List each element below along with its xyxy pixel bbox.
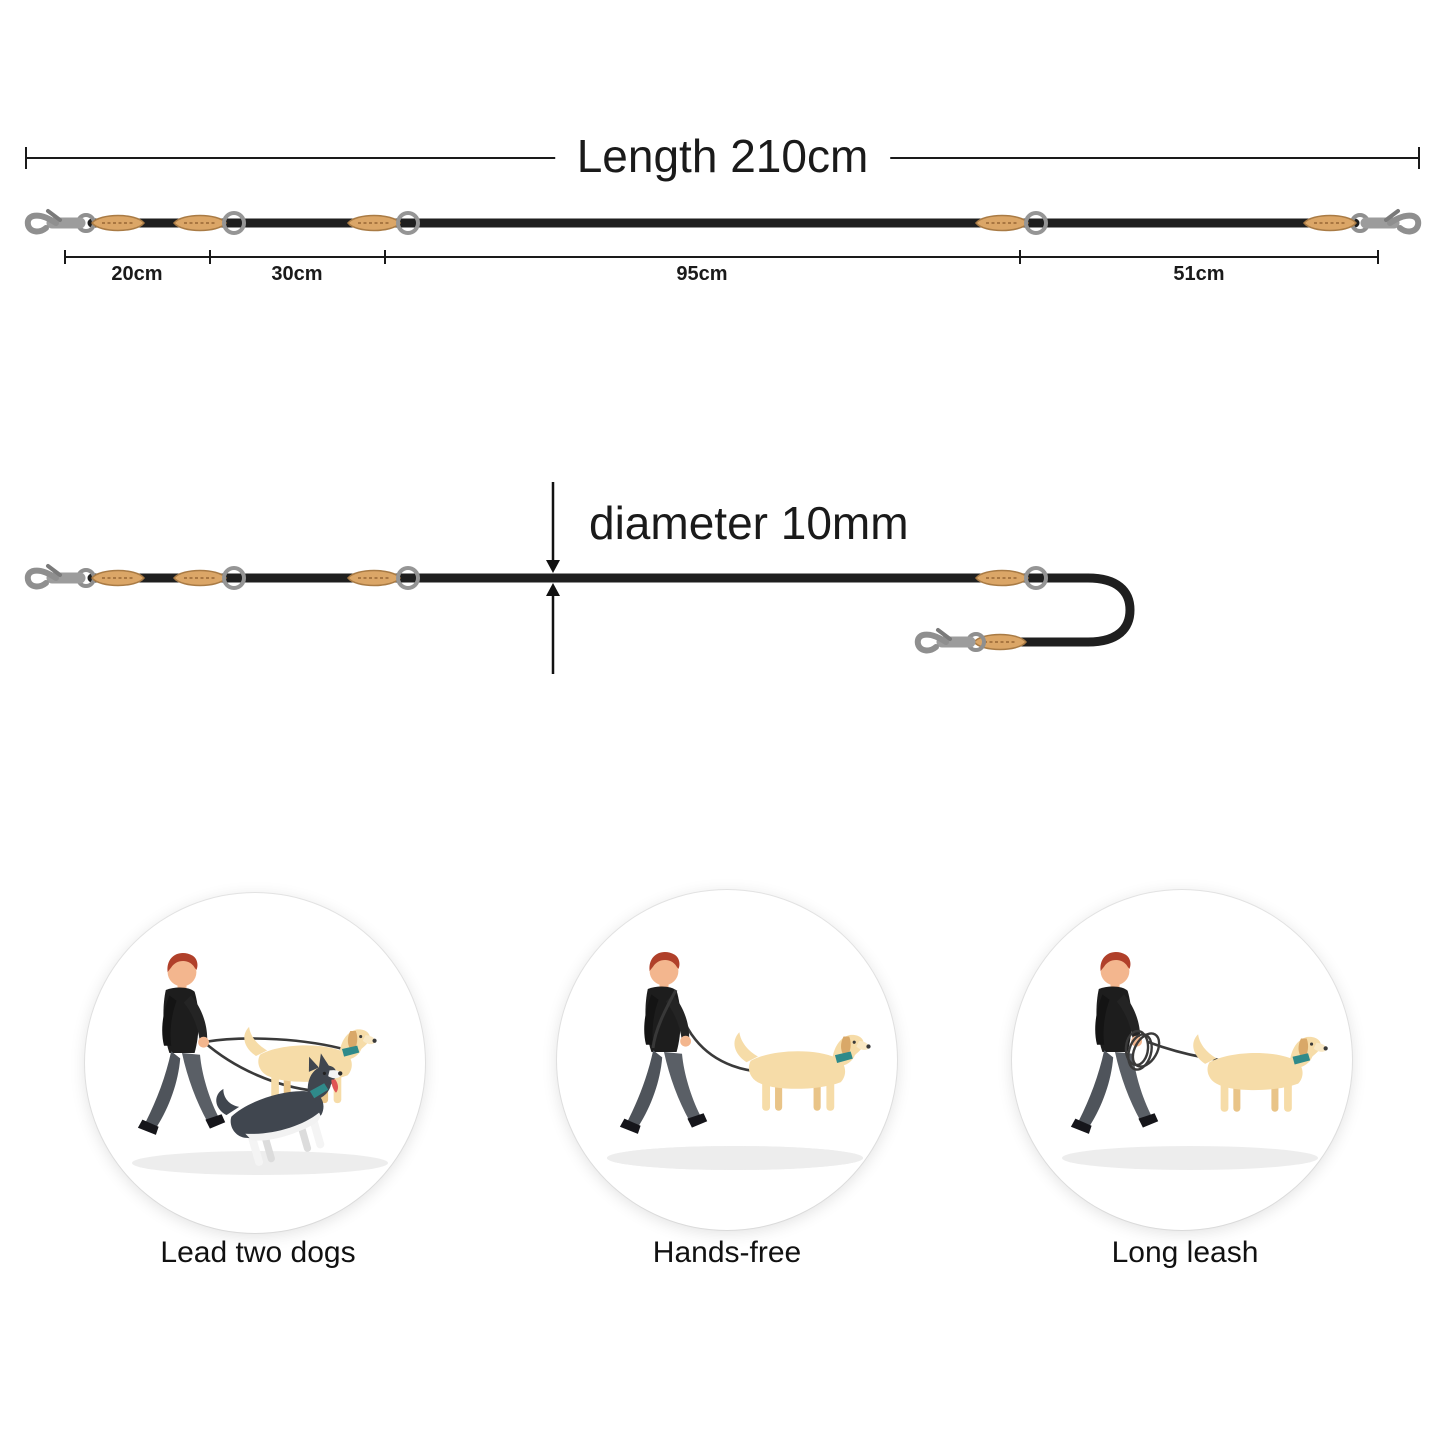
leather-sleeve (975, 214, 1029, 232)
diameter-label: diameter 10mm (583, 494, 915, 552)
o-ring-icon (396, 211, 420, 235)
leather-sleeve (91, 569, 145, 587)
leather-sleeve (347, 569, 401, 587)
segment-label: 95cm (676, 263, 728, 285)
use-case-caption: Hands-free (652, 1236, 802, 1269)
segment-tick (64, 250, 66, 264)
leather-sleeve (975, 569, 1029, 587)
o-ring-icon (1024, 566, 1048, 590)
use-case-hands-free (557, 890, 897, 1230)
hands-free-illustration (607, 952, 871, 1170)
segment-label: 30cm (271, 263, 323, 285)
diameter-arrows (546, 482, 560, 674)
leash-rope (87, 573, 1135, 647)
ground-shadow (607, 1146, 863, 1170)
segment-label: 51cm (1173, 263, 1225, 285)
segment-tick (1019, 250, 1021, 264)
use-case-caption: Long leash (1111, 1236, 1259, 1269)
o-ring-icon (1024, 211, 1048, 235)
leather-sleeve (173, 569, 227, 587)
leash-illustration-straight (0, 185, 1445, 261)
shoulder-strap-line (651, 989, 678, 1049)
o-ring-icon (222, 566, 246, 590)
leash-coil (1124, 1029, 1161, 1071)
man-figure (619, 952, 708, 1134)
segment-tick (384, 250, 386, 264)
snap-hook-end-icon (918, 630, 984, 650)
o-ring-icon (222, 211, 246, 235)
man-figure (1070, 952, 1159, 1134)
segment-label: 20cm (111, 263, 163, 285)
snap-hook-left-icon (28, 211, 94, 231)
o-ring-icon (396, 566, 420, 590)
length-dimension-tick-left (25, 147, 27, 169)
snap-hook-left-icon (28, 566, 94, 586)
leather-sleeve (173, 214, 227, 232)
leash-line (203, 1037, 348, 1052)
golden-dog-figure (734, 1032, 871, 1111)
length-dimension-tick-right (1418, 147, 1420, 169)
man-figure (137, 953, 226, 1135)
use-case-caption: Lead two dogs (160, 1236, 356, 1269)
segment-dimension-line (65, 256, 1378, 258)
segment-tick (209, 250, 211, 264)
golden-dog-figure (1193, 1034, 1328, 1112)
snap-hook-right-icon (1352, 211, 1418, 231)
leash-illustration-curved (0, 482, 1135, 674)
use-case-lead-two-dogs (85, 893, 425, 1233)
leather-sleeve (347, 214, 401, 232)
leather-sleeve (91, 214, 145, 232)
ground-shadow (1062, 1146, 1318, 1170)
leash-line (203, 1041, 317, 1093)
lead-two-dogs-illustration (132, 953, 388, 1175)
use-case-long-leash (1012, 890, 1352, 1230)
segment-tick (1377, 250, 1379, 264)
long-leash-illustration (1062, 952, 1328, 1170)
length-total-label: Length 210cm (554, 126, 891, 186)
leather-sleeve (1303, 214, 1357, 232)
